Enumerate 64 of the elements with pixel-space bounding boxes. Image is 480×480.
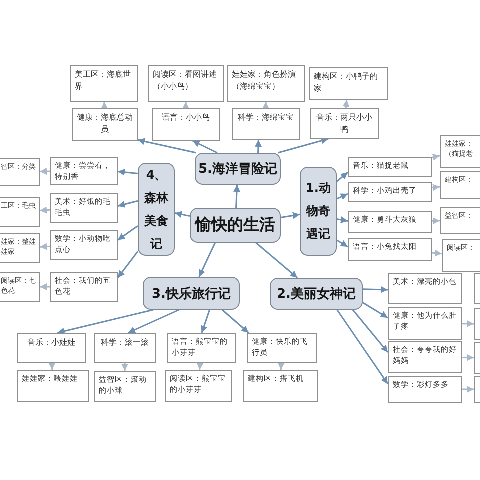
note-box (474, 376, 480, 403)
note-box: 阅读区：看图讲述（小小鸟） (148, 65, 224, 102)
note-box: 建构区：小鸭子的家 (309, 67, 388, 100)
arrow (432, 184, 440, 192)
arrow (128, 309, 180, 334)
arrow (336, 193, 348, 200)
note-box: 音乐：两只小小鸭 (310, 108, 379, 139)
arrow (40, 206, 50, 214)
arrow (138, 138, 197, 154)
note-box (474, 342, 480, 374)
arrow (336, 310, 389, 385)
arrow (362, 286, 388, 294)
arrow (117, 251, 139, 278)
branch-box: 4、森林美食记 (138, 163, 175, 256)
arrow (40, 243, 50, 250)
arrow (58, 309, 154, 335)
arrow (262, 102, 270, 109)
arrow (118, 200, 138, 208)
arrow (352, 310, 389, 353)
arrow (342, 100, 350, 108)
branch-box: 2.美丽女神记 (270, 278, 363, 310)
arrow (278, 362, 285, 370)
arrow (118, 168, 138, 176)
note-box: 科学：滚一滚 (94, 333, 156, 363)
arrow (280, 212, 300, 220)
arrow (462, 354, 474, 362)
note-box: 科学：海绵宝宝 (232, 108, 300, 140)
topic-box: 愉快的生活 (190, 208, 281, 243)
arrow (254, 140, 262, 154)
arrow (196, 362, 204, 370)
arrow (192, 140, 218, 154)
arrow (432, 154, 440, 161)
note-box: 美工区：海底世界 (70, 65, 138, 102)
arrow (222, 309, 250, 334)
arrow (362, 302, 388, 319)
arrow (48, 362, 56, 370)
note-box: 语言：小小鸟 (152, 108, 220, 141)
branch-box: 5.海洋冒险记 (195, 153, 281, 185)
arrow (256, 242, 298, 279)
arrow (432, 218, 440, 225)
arrow (336, 172, 348, 182)
arrow (336, 240, 348, 248)
note-box (474, 273, 480, 304)
arrow (234, 184, 240, 208)
arrow (40, 284, 50, 290)
branch-box: 1.动物奇遇记 (300, 167, 337, 256)
arrow (101, 102, 108, 110)
arrow (40, 168, 50, 176)
arrow (462, 320, 474, 328)
note-box: 娃娃家：角色扮演（海绵宝宝） (227, 65, 305, 102)
arrow (198, 242, 216, 278)
arrow (278, 138, 329, 154)
arrow (200, 310, 211, 334)
arrow (462, 386, 474, 393)
arrow (432, 250, 442, 257)
note-box (474, 308, 480, 340)
arrow (122, 363, 128, 371)
branch-box: 3.快乐旅行记 (143, 277, 240, 310)
note-box: 健康：海底总动员 (72, 108, 138, 141)
note-box: 音乐：小娃娃 (17, 333, 86, 363)
arrow (336, 216, 348, 224)
arrow (182, 102, 190, 109)
arrow (118, 225, 138, 241)
arrow (174, 211, 190, 218)
